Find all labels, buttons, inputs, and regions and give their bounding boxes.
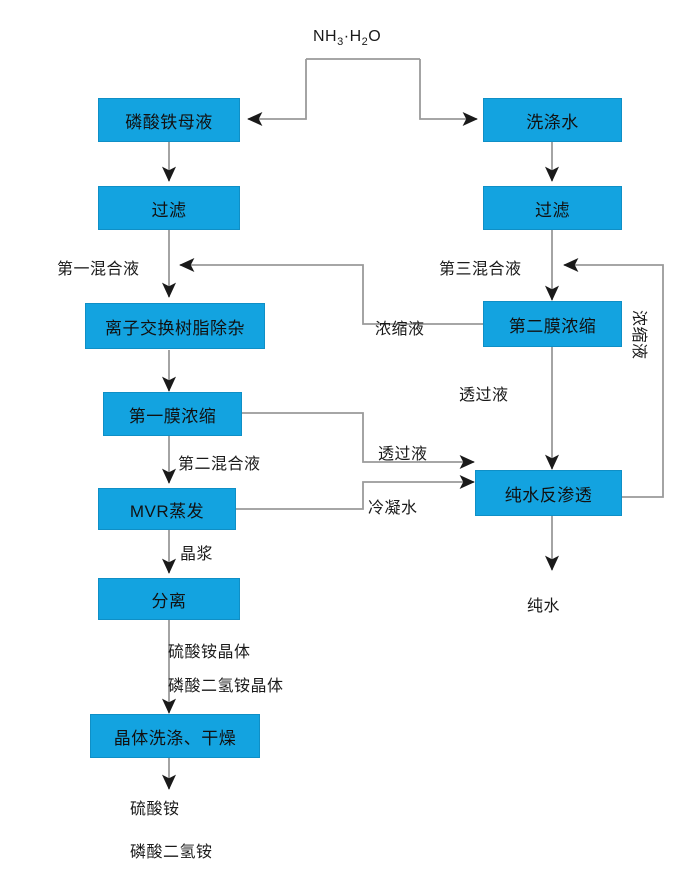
edge-label-first-mixed-liquor: 第一混合液: [57, 261, 140, 278]
node-first-membrane-concentration[interactable]: 第一膜浓缩: [103, 392, 242, 436]
wire-condensate-to-ro: [236, 474, 475, 510]
output-label-mono-ammonium-phosphate: 磷酸二氢铵: [130, 844, 213, 861]
wire-nh3-to-wash-water: [419, 59, 478, 127]
wire-permeate-to-ro: [242, 412, 475, 470]
wire-ro-concentrate-to-third-mixed: [563, 257, 664, 498]
node-pure-water-ro[interactable]: 纯水反渗透: [475, 470, 622, 516]
output-label-pure-water: 纯水: [527, 598, 561, 615]
edge-label-permeate-mid: 透过液: [378, 446, 428, 463]
node-filter-left[interactable]: 过滤: [98, 186, 240, 230]
edge-label-crystal-slurry: 晶浆: [180, 546, 214, 563]
node-second-membrane-concentration[interactable]: 第二膜浓缩: [483, 301, 622, 347]
node-separation[interactable]: 分离: [98, 578, 240, 620]
edge-label-third-mixed-liquor: 第三混合液: [439, 261, 522, 278]
edge-label-condensate: 冷凝水: [368, 500, 418, 517]
edge-label-ammonium-sulfate-crystal: 硫酸铵晶体: [168, 644, 251, 661]
edge-label-mono-ammonium-phosphate-crystal: 磷酸二氢铵晶体: [168, 678, 284, 695]
edge-label-concentrate-left: 浓缩液: [375, 321, 425, 338]
reagent-label-nh3-h2o: NH3·H2O: [313, 28, 382, 49]
edge-label-permeate-top: 透过液: [459, 387, 509, 404]
node-wash-water[interactable]: 洗涤水: [483, 98, 622, 142]
node-mvr-evaporation[interactable]: MVR蒸发: [98, 488, 236, 530]
node-iron-phosphate-mother-liquor[interactable]: 磷酸铁母液: [98, 98, 240, 142]
edge-label-second-mixed-liquor: 第二混合液: [178, 456, 261, 473]
node-filter-right[interactable]: 过滤: [483, 186, 622, 230]
wire-nh3-to-mother-liquor: [247, 59, 307, 127]
edge-label-concentrate-right: 浓缩液: [630, 310, 647, 360]
node-ion-exchange-resin[interactable]: 离子交换树脂除杂: [85, 303, 265, 349]
output-label-ammonium-sulfate: 硫酸铵: [130, 801, 180, 818]
node-crystal-wash-dry[interactable]: 晶体洗涤、干燥: [90, 714, 260, 758]
